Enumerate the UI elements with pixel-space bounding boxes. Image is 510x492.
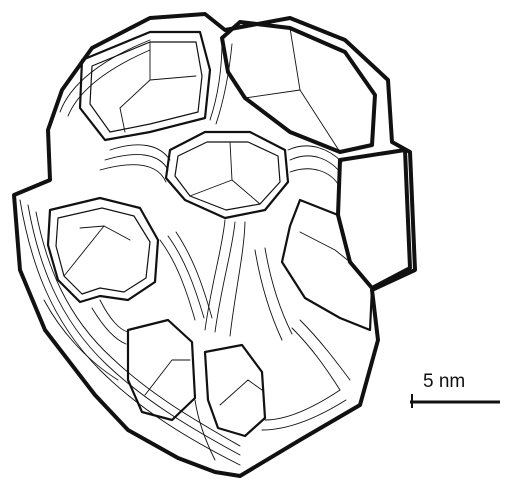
scale-bar-label: 5 nm — [423, 371, 465, 393]
framework-outline — [14, 14, 415, 476]
